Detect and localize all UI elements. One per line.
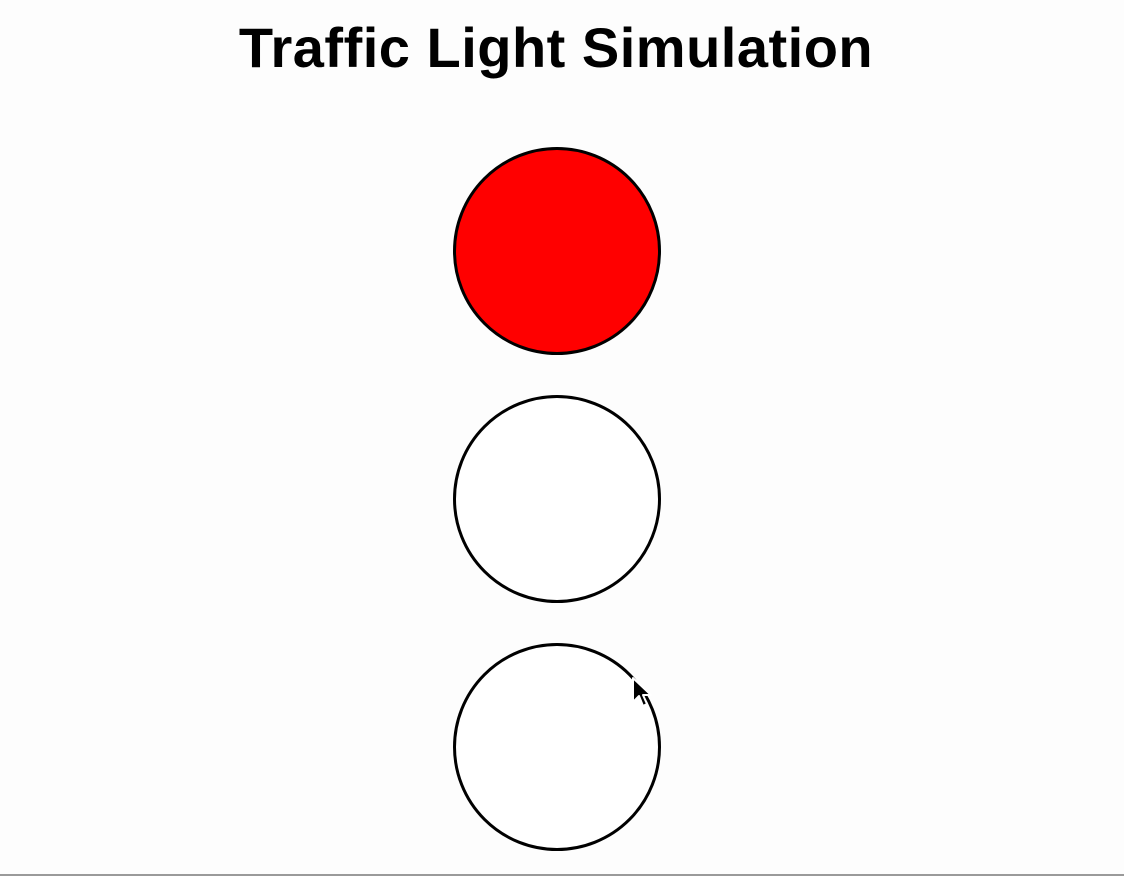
yellow-light[interactable] <box>453 395 661 603</box>
arrow-cursor-icon <box>631 676 653 710</box>
green-light[interactable] <box>453 643 661 851</box>
bottom-divider <box>0 874 1124 876</box>
red-light[interactable] <box>453 147 661 355</box>
page-title: Traffic Light Simulation <box>238 16 874 79</box>
